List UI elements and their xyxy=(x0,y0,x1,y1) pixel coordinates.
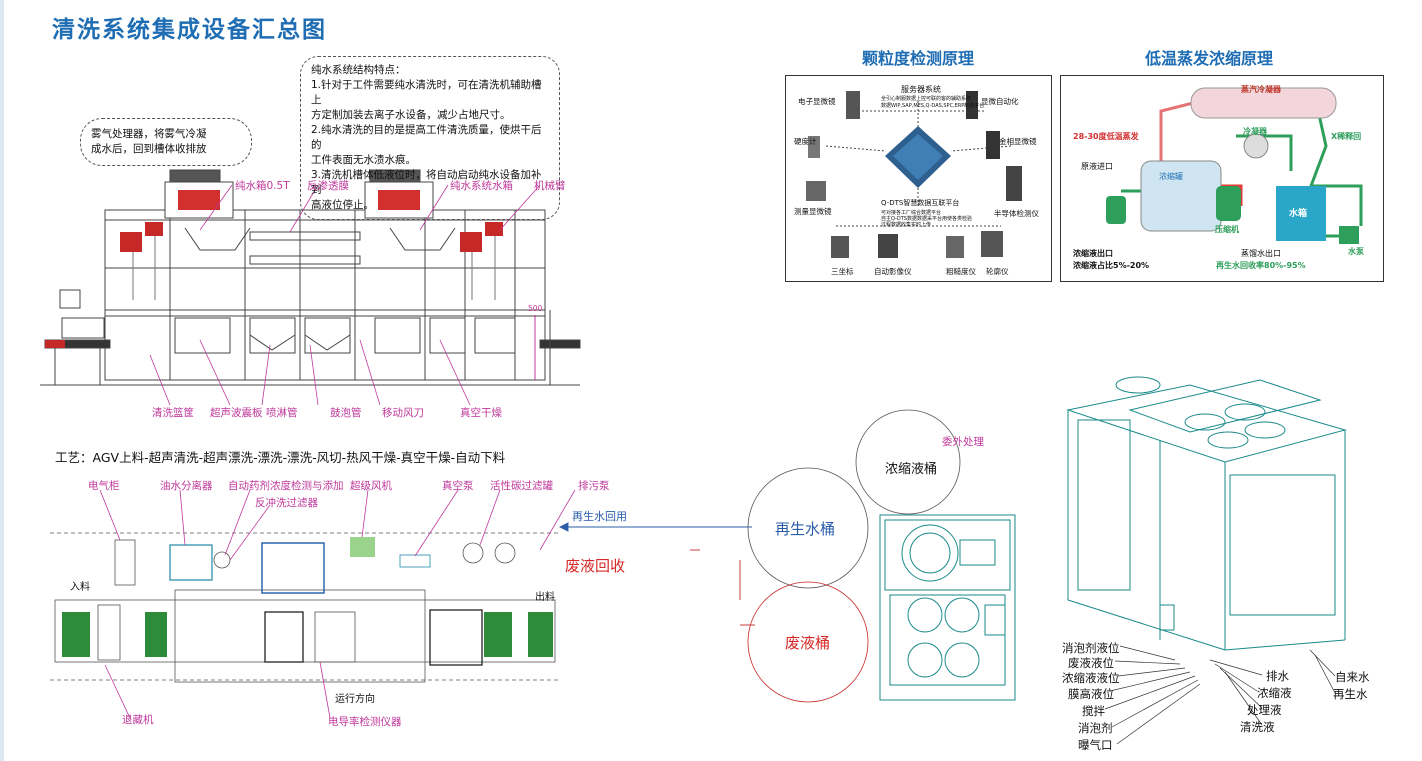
evap-water-box: 水箱 xyxy=(1289,209,1308,219)
level-defoam: 消泡剂液位 xyxy=(1062,641,1120,655)
instrument-hardness: 硬度计 xyxy=(794,137,817,146)
label-tank: 纯水箱0.5T xyxy=(235,180,290,192)
evaporator-3d xyxy=(1066,376,1347,651)
waste-arrows xyxy=(739,560,755,626)
title-rule xyxy=(0,0,4,761)
label-outsource: 委外处理 xyxy=(942,436,984,448)
label-drain: 排污泵 xyxy=(578,480,610,492)
label-direction: 运行方向 xyxy=(335,694,375,705)
instrument-semiconductor: 半导体检测仪 xyxy=(994,209,1039,218)
tank-circles xyxy=(747,409,961,703)
instrument-metallo: 金相显微镜 xyxy=(999,137,1037,146)
evap-svg xyxy=(1106,87,1363,244)
evap-raw-in: 原液进口 xyxy=(1081,162,1113,171)
port-cleaning: 清洗液 xyxy=(1240,720,1275,734)
level-waste: 废液液位 xyxy=(1068,656,1114,670)
level-membrane: 膜高液位 xyxy=(1068,687,1114,701)
label-concentrate-tank: 浓缩液桶 xyxy=(885,462,938,477)
level-stir: 搅拌 xyxy=(1082,704,1105,718)
instrument-sem: 电子显微镜 xyxy=(798,97,836,106)
plan-drawing xyxy=(50,532,560,683)
instrument-profile: 轮廓仪 xyxy=(986,267,1009,276)
evap-panel: 蒸汽冷凝器 28-30度低温蒸发 冷凝器 原液进口 浓缩罐 X稀释回 压缩机 水… xyxy=(1060,75,1384,282)
level-concentrate: 浓缩液液位 xyxy=(1062,671,1120,685)
port-treated: 处理液 xyxy=(1247,703,1282,717)
label-in: 入料 xyxy=(70,582,90,593)
label-spray: 喷淋管 xyxy=(266,407,298,419)
pure-water-note: 纯水系统结构特点： 1.针对于工件需要纯水清洗时，可在清洗机辅助槽上 方定制加装… xyxy=(300,56,560,220)
label-recycled: 再生水回用 xyxy=(572,510,627,523)
page-title: 清洗系统集成设备汇总图 xyxy=(52,17,327,43)
evap-title: 低温蒸发浓缩原理 xyxy=(1145,49,1274,68)
evap-conc-out: 浓缩液出口 xyxy=(1073,249,1113,258)
evap-ratio: 浓缩液占比5%-20% xyxy=(1073,261,1150,270)
instrument-auto-micro: 显微自动化 xyxy=(981,97,1019,106)
evap-condenser: 冷凝器 xyxy=(1243,127,1267,136)
process-line: 工艺：AGV上料-超声清洗-超声漂洗-漂洗-漂洗-风切-热风干燥-真空干燥-自动… xyxy=(55,450,506,465)
flow-arrows xyxy=(558,522,752,551)
label-waste-tank: 废液桶 xyxy=(785,634,831,652)
evap-recovery: 再生水回收率80%-95% xyxy=(1216,261,1306,270)
label-vacuum: 真空泵 xyxy=(442,480,474,492)
label-out: 出料 xyxy=(535,592,555,603)
label-dosing: 自动药剂浓度检测与添加 xyxy=(228,480,344,492)
label-recycled-tank: 再生水桶 xyxy=(775,520,836,538)
label-unstack: 退藏机 xyxy=(122,714,154,726)
instrument-cmm: 三坐标 xyxy=(831,267,854,276)
label-blower: 超级风机 xyxy=(350,480,392,492)
label-dim: 500 xyxy=(528,304,543,313)
level-aeration: 曝气口 xyxy=(1078,738,1113,752)
evap-steam: 蒸汽冷凝器 xyxy=(1241,85,1281,94)
evap-compressor: 压缩机 xyxy=(1215,225,1239,234)
label-waste-recovery: 废液回收 xyxy=(565,557,626,575)
label-oil: 油水分离器 xyxy=(160,480,213,492)
instrument-vision: 自动影像仪 xyxy=(874,267,912,276)
particle-server: 服务器系统 xyxy=(901,85,941,94)
port-drain: 排水 xyxy=(1266,669,1289,683)
particle-svg xyxy=(806,91,1022,258)
evaporator-leaders xyxy=(1104,645,1336,745)
label-bubble: 鼓泡管 xyxy=(330,407,362,419)
label-cabinet: 电气柜 xyxy=(88,480,120,492)
evap-lowtemp: 28-30度低温蒸发 xyxy=(1073,132,1139,141)
port-recycled: 再生水 xyxy=(1333,687,1368,701)
port-tapwater: 自来水 xyxy=(1335,670,1370,684)
label-airknife: 移动风刀 xyxy=(382,407,424,419)
label-backwash: 反冲洗过滤器 xyxy=(255,497,318,509)
particle-platform-desc: 可对接各工厂综合数据平台 自主Q-DTS数据数据采平台用使各类检验 过程数据收集… xyxy=(881,210,972,228)
particle-platform: Q-DTS智慧数据互联平台 xyxy=(881,199,960,207)
mist-note: 雾气处理器，将雾气冷凝 成水后，回到槽体收排放 xyxy=(80,118,252,166)
plan-leaders xyxy=(99,489,576,719)
evaporator-plan xyxy=(879,514,1016,701)
label-basket: 清洗篮筐 xyxy=(152,407,194,419)
hoist-ropes xyxy=(132,236,496,300)
plan-green-blocks xyxy=(62,537,553,657)
particle-server-desc: 全引心制服数据上控可联的客的辅助系统 数据WIP,SAP,MES,Q-DAS,S… xyxy=(881,96,985,109)
instrument-measure-micro: 测量显微镜 xyxy=(794,207,832,216)
hoists xyxy=(45,190,503,348)
label-ro: 反渗透膜 xyxy=(307,180,349,192)
evap-hot-out: X稀释回 xyxy=(1331,132,1362,141)
instrument-roughness: 粗糙度仪 xyxy=(946,267,976,276)
particle-panel: 服务器系统 全引心制服数据上控可联的客的辅助系统 数据WIP,SAP,MES,Q… xyxy=(785,75,1052,282)
port-concentrate: 浓缩液 xyxy=(1257,686,1292,700)
evap-distill-out: 蒸馏水出口 xyxy=(1241,249,1281,258)
particle-title: 颗粒度检测原理 xyxy=(862,49,975,68)
label-pure-box: 纯水系统水箱 xyxy=(450,180,513,192)
label-carbon: 活性碳过滤罐 xyxy=(490,480,553,492)
label-arm: 机械臂 xyxy=(534,180,566,192)
top-leaders xyxy=(149,184,541,406)
evap-pump-r: 水泵 xyxy=(1348,247,1364,256)
evap-tank: 浓缩罐 xyxy=(1159,172,1183,181)
label-vacuum-dry: 真空干燥 xyxy=(460,407,502,419)
label-conductivity: 电导率检测仪器 xyxy=(328,716,402,728)
level-defoamer: 消泡剂 xyxy=(1078,721,1113,735)
label-ultrasonic: 超声波震板 xyxy=(210,407,263,419)
